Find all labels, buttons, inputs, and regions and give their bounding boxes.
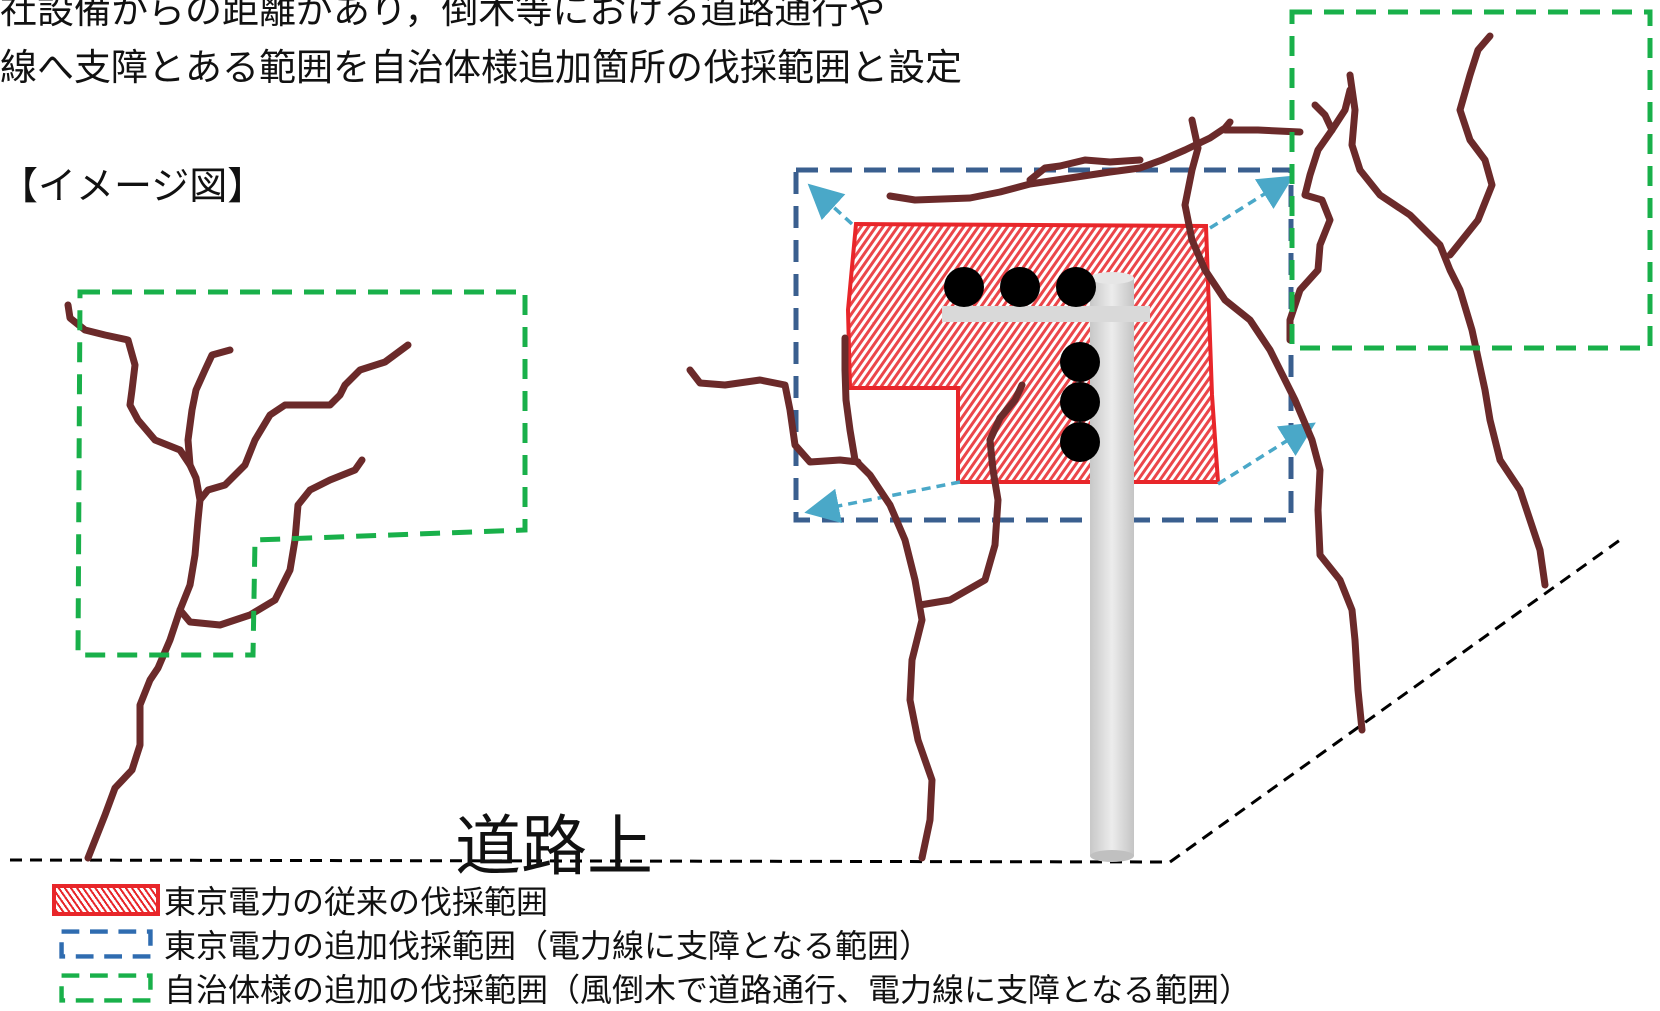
legend-item-municipality-additional: 自治体様の追加の伐採範囲（風倒木で道路通行、電力線に支障となる範囲）	[52, 968, 1252, 1009]
insulator-2	[1000, 267, 1040, 307]
legend-label: 自治体様の追加の伐採範囲（風倒木で道路通行、電力線に支障となる範囲）	[164, 971, 1252, 1009]
pole-top	[1090, 272, 1134, 284]
legend-label: 東京電力の追加伐採範囲（電力線に支障となる範囲）	[164, 927, 932, 965]
pole-shaft	[1090, 278, 1134, 856]
road-edge-line	[9, 858, 1171, 864]
insulator-6	[1060, 422, 1100, 462]
image-label: 【イメージ図】	[0, 164, 266, 208]
tree-right	[1181, 32, 1549, 734]
header-text-line-2: 線へ支障とある範囲を自治体様追加箇所の伐採範囲と設定	[0, 46, 962, 89]
municipality-area-right	[1289, 9, 1653, 351]
legend-label: 東京電力の従来の伐採範囲	[164, 883, 549, 921]
utility-pole	[942, 272, 1150, 862]
header-text-line-1: 社設備からの距離があり，倒木等における道路通行や	[0, 0, 886, 32]
tree-left	[64, 301, 412, 862]
insulators	[944, 267, 1100, 462]
road-slope-line	[1169, 538, 1621, 864]
legend-swatch-red-hatched	[52, 884, 160, 916]
pole-crossarm	[942, 306, 1150, 322]
legend-swatch-green-dashed	[59, 973, 153, 1003]
insulator-4	[1060, 342, 1100, 382]
legend-item-tepco-additional: 東京電力の追加伐採範囲（電力線に支障となる範囲）	[52, 924, 932, 965]
pole-bottom	[1090, 850, 1134, 862]
road-label: 道路上	[455, 808, 653, 885]
expansion-arrows	[804, 175, 1316, 524]
conventional-cutting-area	[845, 221, 1221, 484]
municipality-area-left	[75, 289, 528, 658]
legend-item-conventional: 東京電力の従来の伐採範囲	[52, 880, 549, 921]
legend-swatch-blue-dashed	[59, 929, 153, 959]
tree-middle	[686, 334, 1026, 862]
insulator-1	[944, 267, 984, 307]
insulator-5	[1060, 382, 1100, 422]
tree-upper	[886, 118, 1304, 204]
insulator-3	[1056, 267, 1096, 307]
